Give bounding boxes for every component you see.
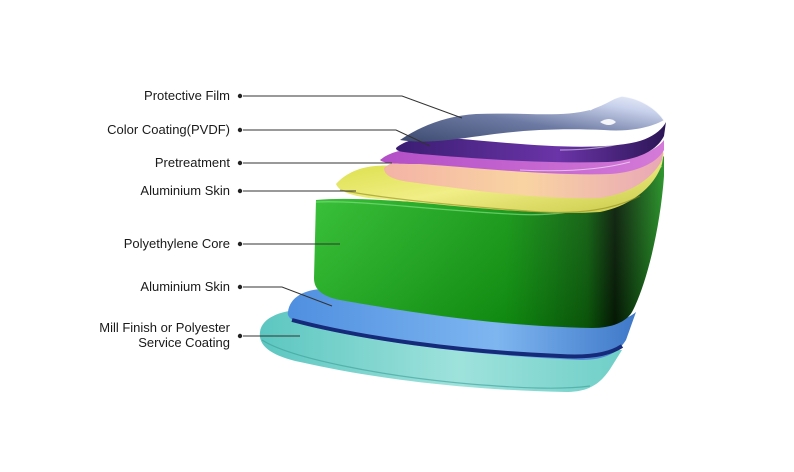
label-service-coating: Mill Finish or Polyester Service Coating xyxy=(30,320,230,350)
color-coating-layer xyxy=(396,122,666,163)
leader-aluminium-skin-bottom xyxy=(243,286,333,307)
color-coating-magenta-band xyxy=(380,140,664,175)
label-service-coating-line2: Service Coating xyxy=(138,335,230,350)
dot-protective-film xyxy=(237,93,243,99)
label-protective-film: Protective Film xyxy=(144,88,230,103)
label-aluminium-skin-bottom: Aluminium Skin xyxy=(140,279,230,294)
leader-color-coating xyxy=(243,129,431,147)
label-aluminium-skin-top: Aluminium Skin xyxy=(140,183,230,198)
leader-lines xyxy=(243,95,463,337)
dot-aluminium-skin-bottom xyxy=(237,284,243,290)
dot-service-coating xyxy=(237,333,243,339)
label-color-coating: Color Coating(PVDF) xyxy=(107,122,230,137)
dot-polyethylene-core xyxy=(237,241,243,247)
label-polyethylene-core: Polyethylene Core xyxy=(123,236,230,251)
dot-pretreatment xyxy=(237,160,243,166)
pretreatment-layer xyxy=(384,146,664,199)
leader-dots xyxy=(237,93,243,339)
leader-protective-film xyxy=(243,95,463,119)
aluminium-skin-bottom-layer xyxy=(287,288,636,360)
label-service-coating-line1: Mill Finish or Polyester xyxy=(99,320,230,335)
dot-color-coating xyxy=(237,127,243,133)
label-pretreatment: Pretreatment xyxy=(154,155,230,170)
dot-aluminium-skin-top xyxy=(237,188,243,194)
protective-film-layer xyxy=(400,95,665,142)
